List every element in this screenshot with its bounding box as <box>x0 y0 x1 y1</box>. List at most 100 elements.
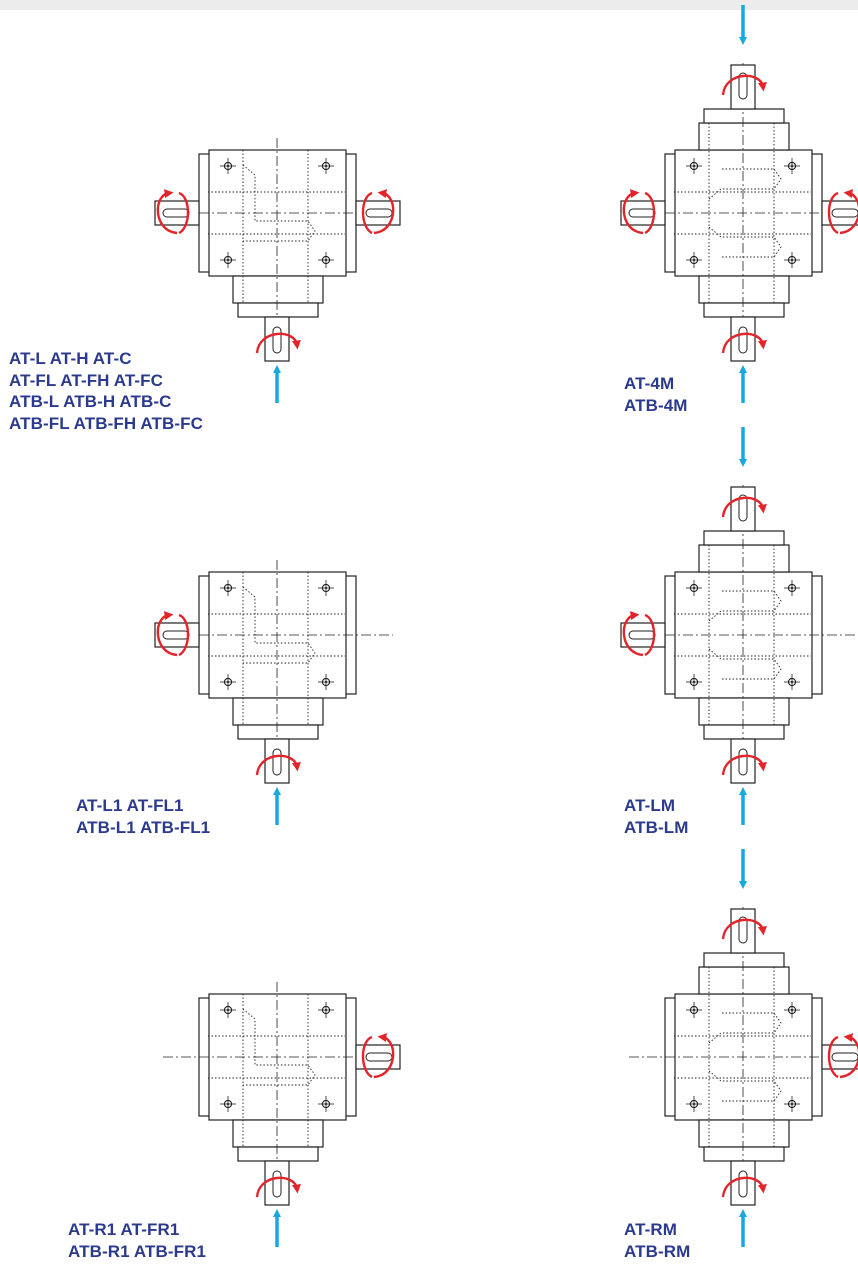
model-label-line: ATB-RM <box>624 1241 691 1261</box>
model-label-line: ATB-L1 ATB-FL1 <box>76 817 211 837</box>
rotation-arrow-back <box>644 191 656 235</box>
keyway <box>365 208 393 218</box>
bolt-hole-icon <box>686 158 702 174</box>
bolt-hole-icon <box>220 1002 236 1018</box>
gearbox-diagram-at-4m <box>620 5 858 403</box>
bolt-hole-icon <box>220 1096 236 1112</box>
model-label-line: AT-FL AT-FH AT-FC <box>9 370 164 390</box>
lower-housing <box>698 275 790 304</box>
gearbox-diagram-at-l1 <box>154 560 393 825</box>
lower-housing <box>232 275 324 304</box>
keyway <box>738 1170 748 1198</box>
bolt-hole-icon <box>220 252 236 268</box>
model-label-line: ATB-LM <box>624 817 689 837</box>
gearbox-diagram-at-rm <box>629 849 858 1247</box>
rotation-arrow-icon <box>373 1033 395 1079</box>
rotation-arrow-back <box>827 191 839 235</box>
keyway <box>628 208 656 218</box>
rotation-arrow-back <box>644 613 656 657</box>
bolt-hole-icon <box>220 674 236 690</box>
rotation-arrow-icon <box>622 611 644 657</box>
rotation-arrow-back <box>827 1035 839 1079</box>
upper-housing <box>698 544 790 573</box>
bolt-hole-icon <box>784 158 800 174</box>
bolt-hole-icon <box>784 580 800 596</box>
bearing-cover <box>237 302 319 318</box>
rotation-arrow-icon <box>156 611 178 657</box>
bolt-hole-icon <box>220 580 236 596</box>
rotation-arrow-back <box>178 191 190 235</box>
gearbox-diagram-at-l <box>154 138 401 403</box>
shaft <box>730 316 756 362</box>
rotation-arrow-icon <box>839 189 858 235</box>
model-label-at-r1: AT-R1 AT-FR1 ATB-R1 ATB-FR1 <box>68 1219 206 1262</box>
rotation-arrow-icon <box>721 496 767 518</box>
model-label-line: AT-R1 AT-FR1 <box>68 1220 180 1239</box>
bolt-hole-icon <box>686 674 702 690</box>
shaft <box>154 200 200 226</box>
bolt-hole-icon <box>784 252 800 268</box>
rotation-arrow-icon <box>622 189 644 235</box>
rotation-arrow-back <box>361 191 373 235</box>
keyway <box>272 748 282 776</box>
upper-housing <box>698 966 790 995</box>
rotation-arrow-icon <box>721 918 767 940</box>
rotation-arrow-icon <box>373 189 395 235</box>
rotation-arrow-icon <box>255 754 301 776</box>
model-label-line: ATB-FL ATB-FH ATB-FC <box>9 413 203 433</box>
rotation-arrow-icon <box>721 74 767 96</box>
bolt-hole-icon <box>318 158 334 174</box>
upper-housing <box>698 122 790 151</box>
internal-gear-outline <box>708 1070 782 1102</box>
model-label-at-lm: AT-LM ATB-LM <box>624 795 688 838</box>
gearbox-diagram-at-r1 <box>163 982 401 1247</box>
model-label-line: ATB-4M <box>624 395 688 415</box>
model-label-at-l1: AT-L1 AT-FL1 ATB-L1 ATB-FL1 <box>76 795 210 838</box>
bolt-hole-icon <box>686 252 702 268</box>
keyway <box>831 208 858 218</box>
keyway <box>738 494 748 522</box>
model-label-line: ATB-L ATB-H ATB-C <box>9 392 172 411</box>
internal-gear-outline <box>708 1012 782 1044</box>
bolt-hole-icon <box>318 252 334 268</box>
model-label-line: ATB-R1 ATB-FR1 <box>68 1241 207 1261</box>
rotation-arrow-icon <box>721 332 767 354</box>
gearbox-diagram-at-lm <box>620 427 858 825</box>
rotation-arrow-back <box>361 1035 373 1079</box>
keyway <box>831 1052 858 1062</box>
keyway <box>272 326 282 354</box>
keyway <box>738 72 748 100</box>
bolt-hole-icon <box>686 1002 702 1018</box>
bolt-hole-icon <box>686 1096 702 1112</box>
bolt-hole-icon <box>784 1096 800 1112</box>
lower-housing <box>232 1119 324 1148</box>
rotation-arrow-icon <box>156 189 178 235</box>
lower-housing <box>698 1119 790 1148</box>
rotation-arrow-icon <box>839 1033 858 1079</box>
keyway <box>365 1052 393 1062</box>
model-label-line: AT-L AT-H AT-C <box>9 349 132 368</box>
rotation-arrow-back <box>178 613 190 657</box>
model-label-at-l: AT-L AT-H AT-C AT-FL AT-FH AT-FC ATB-L A… <box>9 348 203 434</box>
bolt-hole-icon <box>220 158 236 174</box>
rotation-arrow-icon <box>721 754 767 776</box>
model-label-line: AT-L1 AT-FL1 <box>76 796 184 815</box>
bolt-hole-icon <box>318 580 334 596</box>
model-label-line: AT-LM <box>624 796 676 815</box>
internal-gear-outline <box>708 168 782 200</box>
lower-housing <box>698 697 790 726</box>
keyway <box>162 630 190 640</box>
bearing-cover <box>703 724 785 740</box>
bolt-hole-icon <box>318 1096 334 1112</box>
bolt-hole-icon <box>318 674 334 690</box>
model-label-at-4m: AT-4M ATB-4M <box>624 373 688 416</box>
model-label-at-rm: AT-RM ATB-RM <box>624 1219 690 1262</box>
keyway <box>162 208 190 218</box>
internal-gear-outline <box>708 226 782 258</box>
keyway <box>628 630 656 640</box>
top-bar <box>0 0 858 10</box>
bearing-cover <box>703 1146 785 1162</box>
bolt-hole-icon <box>784 674 800 690</box>
bearing-cover <box>237 724 319 740</box>
